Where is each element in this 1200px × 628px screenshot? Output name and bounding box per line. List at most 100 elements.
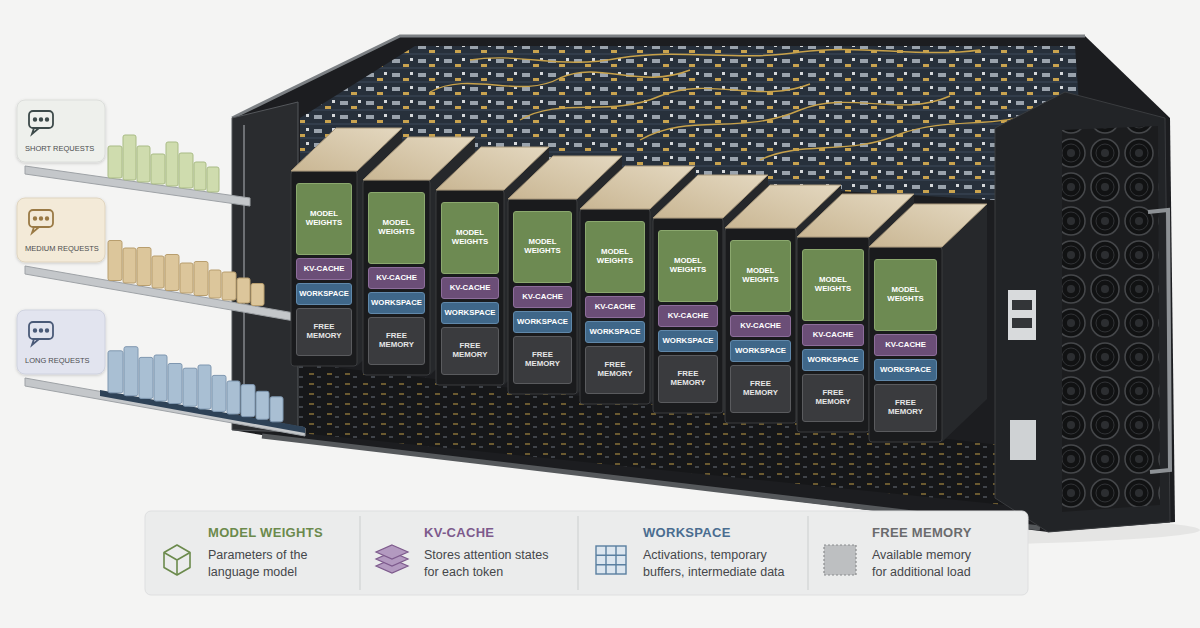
card-background <box>17 198 105 262</box>
front-frame <box>232 102 298 432</box>
block-label: WORKSPACE <box>517 318 568 327</box>
block-label: KV-CACHE <box>450 284 491 293</box>
grid-lines <box>596 546 626 574</box>
fan-wall <box>1062 126 1160 512</box>
request-block <box>123 248 136 283</box>
legend-description: Parameters of the language model <box>208 547 333 581</box>
request-block <box>256 391 269 419</box>
module-housing <box>580 209 650 404</box>
module-housing <box>797 237 869 432</box>
free-memory-block: FREE MEMORY <box>802 374 864 422</box>
block-label: MODEL WEIGHTS <box>516 238 569 256</box>
block-label: FREE MEMORY <box>805 389 861 407</box>
weights-block: MODEL WEIGHTS <box>441 202 499 274</box>
kv-cache-block: KV-CACHE <box>802 324 864 346</box>
workspace-block: WORKSPACE <box>513 311 572 333</box>
request-block <box>124 347 138 396</box>
handle <box>1148 210 1170 472</box>
block-label: KV-CACHE <box>522 293 563 302</box>
dot <box>40 329 43 332</box>
card-background <box>17 310 105 374</box>
kv-cache-block: KV-CACHE <box>513 286 572 308</box>
legend-cell: KV-CACHE Stores attention states for each… <box>362 512 576 592</box>
request-block <box>251 284 264 306</box>
block-label: KV-CACHE <box>595 303 636 312</box>
chat-icon <box>29 210 53 233</box>
short-request-blocks <box>108 135 219 192</box>
legend-heading: MODEL WEIGHTS <box>208 524 352 541</box>
legend-cell: MODEL WEIGHTS Parameters of the language … <box>147 512 358 592</box>
block-label: KV-CACHE <box>813 331 854 340</box>
request-block <box>194 262 208 296</box>
medium-request-blocks <box>108 241 264 306</box>
weights-block: MODEL WEIGHTS <box>368 192 425 264</box>
block-label: WORKSPACE <box>880 366 931 375</box>
module-housing <box>436 190 504 385</box>
free-memory-block: FREE MEMORY <box>658 355 718 403</box>
legend-heading: WORKSPACE <box>643 524 800 541</box>
grid-icon <box>596 546 626 574</box>
block-label: KV-CACHE <box>668 312 709 321</box>
request-card: LONG REQUESTS <box>17 310 105 374</box>
request-block <box>270 397 283 422</box>
weights-block: MODEL WEIGHTS <box>296 183 352 255</box>
card-label: MEDIUM REQUESTS <box>25 244 101 253</box>
module-cap <box>869 204 987 247</box>
request-block <box>108 146 122 178</box>
request-block <box>123 135 136 180</box>
request-block <box>108 241 122 281</box>
weights-block: MODEL WEIGHTS <box>513 211 572 283</box>
legend-heading: KV-CACHE <box>424 524 570 541</box>
legend-description: Stores attention states for each token <box>424 547 559 581</box>
dot <box>46 329 49 332</box>
block-label: WORKSPACE <box>299 290 349 299</box>
wire <box>430 70 690 92</box>
bubble-tail <box>32 128 39 134</box>
block-label: FREE MEMORY <box>661 370 715 388</box>
layer <box>376 545 408 559</box>
long-request-blocks <box>108 347 283 422</box>
request-block <box>137 146 150 182</box>
request-block <box>222 272 236 300</box>
free-memory-block: FREE MEMORY <box>730 365 791 413</box>
block-label: KV-CACHE <box>740 322 781 331</box>
legend-cell: FREE MEMORYAvailable memory for addition… <box>810 512 1026 592</box>
legend-panel <box>145 511 1028 595</box>
dot <box>40 217 43 220</box>
cube-outline <box>164 545 190 575</box>
module-housing <box>869 247 942 442</box>
chassis-rim <box>232 36 1085 118</box>
long-tray <box>25 347 305 436</box>
free-memory-block: FREE MEMORY <box>296 308 352 356</box>
port-panel <box>1008 290 1036 340</box>
workspace-block: WORKSPACE <box>585 321 645 343</box>
request-block <box>207 167 219 192</box>
kv-cache-block: KV-CACHE <box>730 315 791 337</box>
card-label: SHORT REQUESTS <box>25 144 101 153</box>
request-block <box>108 351 123 393</box>
gpu-modules <box>291 128 987 442</box>
block-label: FREE MEMORY <box>733 380 788 398</box>
block-label: WORKSPACE <box>590 328 641 337</box>
block-label: FREE MEMORY <box>877 399 934 417</box>
cube-icon <box>164 545 190 575</box>
block-label: KV-CACHE <box>885 341 926 350</box>
request-block <box>227 381 240 414</box>
request-block <box>166 142 178 186</box>
layers-icon <box>376 545 408 573</box>
request-block <box>209 270 221 298</box>
legend-description: Available memory for additional load <box>872 547 984 581</box>
bubble-tail <box>32 339 39 345</box>
request-card: SHORT REQUESTS <box>17 100 105 162</box>
workspace-block: WORKSPACE <box>368 292 425 314</box>
workspace-block: WORKSPACE <box>441 302 499 324</box>
workspace-block: WORKSPACE <box>658 330 718 352</box>
dot <box>34 217 37 220</box>
dot <box>34 118 37 121</box>
block-label: MODEL WEIGHTS <box>444 229 496 247</box>
module-housing <box>291 171 357 366</box>
wire <box>470 49 980 62</box>
block-label: KV-CACHE <box>376 274 417 283</box>
legend-divider <box>577 516 579 590</box>
